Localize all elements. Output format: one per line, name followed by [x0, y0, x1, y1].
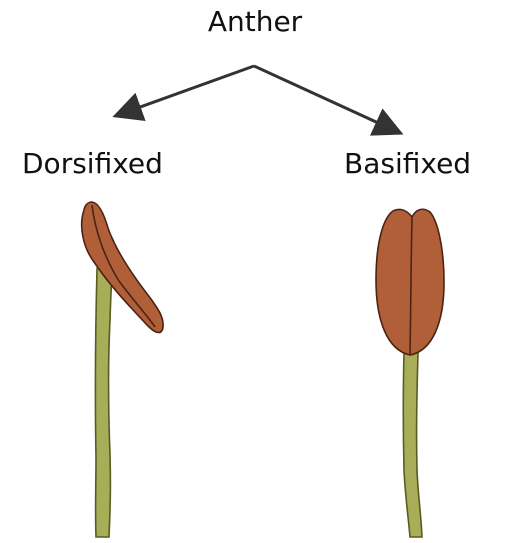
right-branch-arrow — [254, 66, 398, 132]
branch-arrows — [118, 66, 398, 132]
basifixed-stamen — [376, 209, 444, 537]
basifixed-filament — [403, 351, 422, 538]
dorsifixed-stamen — [82, 202, 163, 537]
dorsifixed-anther — [82, 202, 163, 333]
left-branch-arrow — [118, 66, 254, 115]
